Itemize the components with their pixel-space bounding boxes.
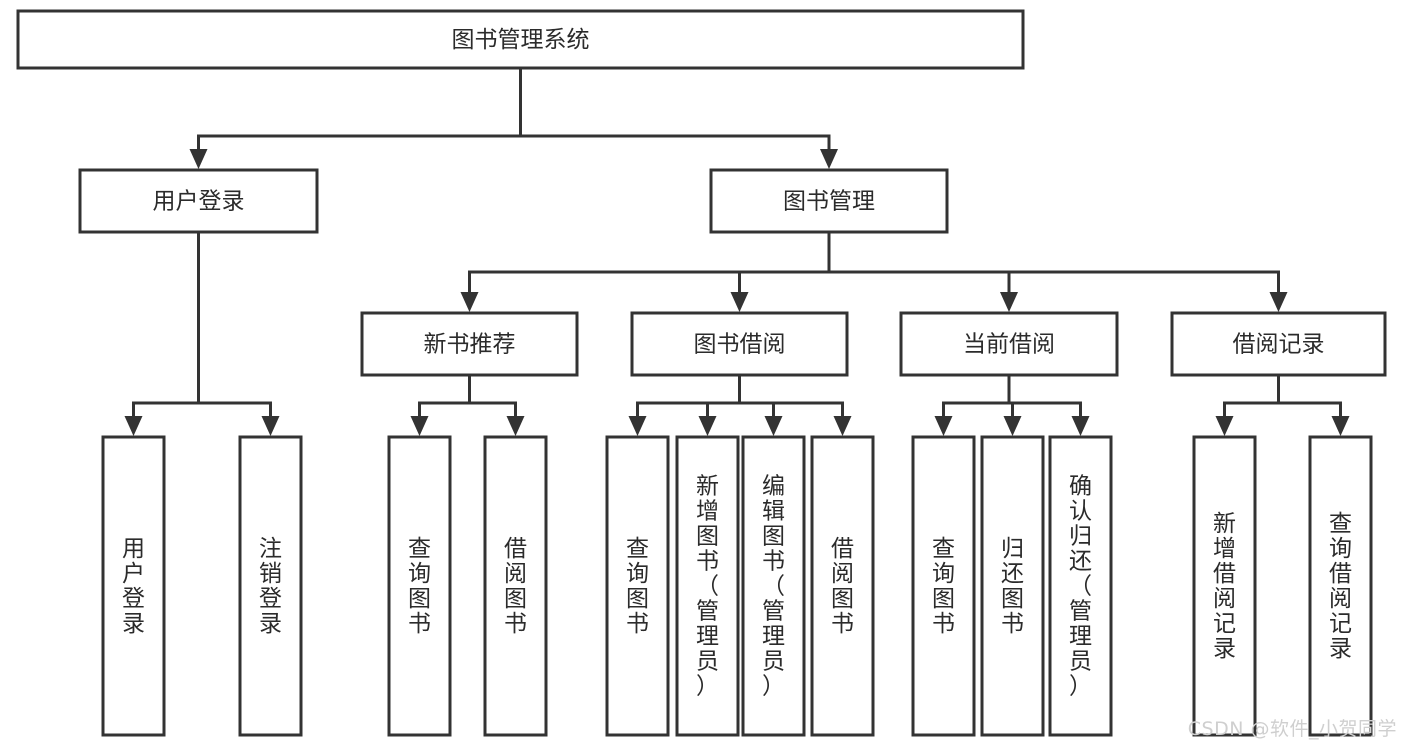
- node-rect[interactable]: [78, 168, 319, 234]
- node-label: 查询图书: [932, 536, 955, 637]
- node-rect[interactable]: [101, 435, 166, 737]
- arrow-head-icon: [1269, 292, 1288, 312]
- node-label: 新增图书（管理员）: [696, 474, 719, 700]
- node-label: 图书借阅: [694, 332, 786, 358]
- node-leaf-3[interactable]: 借阅图书: [483, 435, 548, 737]
- node-rect[interactable]: [360, 311, 579, 377]
- node-leaf-12[interactable]: 查询借阅记录: [1308, 435, 1373, 737]
- node-rect[interactable]: [709, 168, 949, 234]
- node-level2-1[interactable]: 图书管理: [709, 168, 949, 234]
- arrow-head-icon: [1003, 416, 1022, 436]
- node-rect[interactable]: [1192, 435, 1257, 737]
- arrow-head-icon: [1331, 416, 1350, 436]
- node-label: 查询图书: [408, 536, 431, 637]
- node-rect[interactable]: [810, 435, 875, 737]
- node-label: 查询借阅记录: [1329, 511, 1352, 662]
- node-leaf-6[interactable]: 编辑图书（管理员）: [741, 435, 806, 737]
- node-leaf-11[interactable]: 新增借阅记录: [1192, 435, 1257, 737]
- arrow-head-icon: [1215, 416, 1234, 436]
- node-rect[interactable]: [899, 311, 1119, 377]
- node-rect[interactable]: [16, 9, 1025, 70]
- node-label: 注销登录: [259, 536, 282, 637]
- node-rect[interactable]: [387, 435, 452, 737]
- node-rect[interactable]: [911, 435, 976, 737]
- node-label: 用户登录: [153, 189, 245, 215]
- node-label: 新书推荐: [424, 332, 516, 358]
- arrow-head-icon: [833, 416, 852, 436]
- node-leaf-9[interactable]: 归还图书: [980, 435, 1045, 737]
- node-label: 编辑图书（管理员）: [762, 474, 785, 700]
- arrow-head-icon: [506, 416, 525, 436]
- node-leaf-10[interactable]: 确认归还（管理员）: [1048, 435, 1113, 737]
- node-leaf-8[interactable]: 查询图书: [911, 435, 976, 737]
- arrow-head-icon: [1000, 292, 1018, 312]
- arrow-head-icon: [934, 416, 953, 436]
- node-rect[interactable]: [605, 435, 670, 737]
- arrow-head-icon: [410, 416, 429, 436]
- arrow-head-icon: [698, 416, 717, 436]
- node-rect[interactable]: [980, 435, 1045, 737]
- node-rect[interactable]: [483, 435, 548, 737]
- node-leaf-2[interactable]: 查询图书: [387, 435, 452, 737]
- node-leaf-7[interactable]: 借阅图书: [810, 435, 875, 737]
- node-level3-2[interactable]: 当前借阅: [899, 311, 1119, 377]
- arrow-head-icon: [124, 416, 143, 436]
- node-rect[interactable]: [1308, 435, 1373, 737]
- nodes-layer: 图书管理系统用户登录图书管理新书推荐图书借阅当前借阅借阅记录用户登录注销登录查询…: [16, 9, 1387, 737]
- node-root-图书管理系统[interactable]: 图书管理系统: [16, 9, 1025, 70]
- node-level3-1[interactable]: 图书借阅: [630, 311, 849, 377]
- node-label: 借阅图书: [831, 536, 854, 637]
- node-label: 图书管理系统: [452, 27, 590, 53]
- arrow-head-icon: [730, 292, 749, 312]
- node-label: 归还图书: [1001, 536, 1024, 637]
- node-leaf-5[interactable]: 新增图书（管理员）: [675, 435, 740, 737]
- node-level3-0[interactable]: 新书推荐: [360, 311, 579, 377]
- node-label: 用户登录: [122, 536, 145, 637]
- node-label: 查询图书: [626, 536, 649, 637]
- arrow-head-icon: [628, 416, 647, 436]
- node-level3-3[interactable]: 借阅记录: [1170, 311, 1387, 377]
- node-rect[interactable]: [741, 435, 806, 737]
- arrow-head-icon: [460, 292, 479, 312]
- node-label: 当前借阅: [963, 332, 1055, 358]
- arrow-head-icon: [1071, 416, 1090, 436]
- node-rect[interactable]: [238, 435, 303, 737]
- connectors-layer: [124, 66, 1350, 436]
- node-label: 图书管理: [783, 189, 875, 215]
- node-leaf-4[interactable]: 查询图书: [605, 435, 670, 737]
- arrow-head-icon: [261, 416, 280, 436]
- node-rect[interactable]: [1048, 435, 1113, 737]
- node-rect[interactable]: [1170, 311, 1387, 377]
- node-rect[interactable]: [630, 311, 849, 377]
- node-rect[interactable]: [675, 435, 740, 737]
- node-label: 新增借阅记录: [1213, 511, 1236, 662]
- node-label: 确认归还（管理员）: [1069, 474, 1092, 700]
- arrow-head-icon: [820, 149, 838, 169]
- node-leaf-1[interactable]: 注销登录: [238, 435, 303, 737]
- node-leaf-0[interactable]: 用户登录: [101, 435, 166, 737]
- node-level2-0[interactable]: 用户登录: [78, 168, 319, 234]
- arrow-head-icon: [189, 149, 208, 169]
- node-label: 借阅记录: [1233, 332, 1325, 358]
- node-label: 借阅图书: [504, 536, 527, 637]
- arrow-head-icon: [764, 416, 783, 436]
